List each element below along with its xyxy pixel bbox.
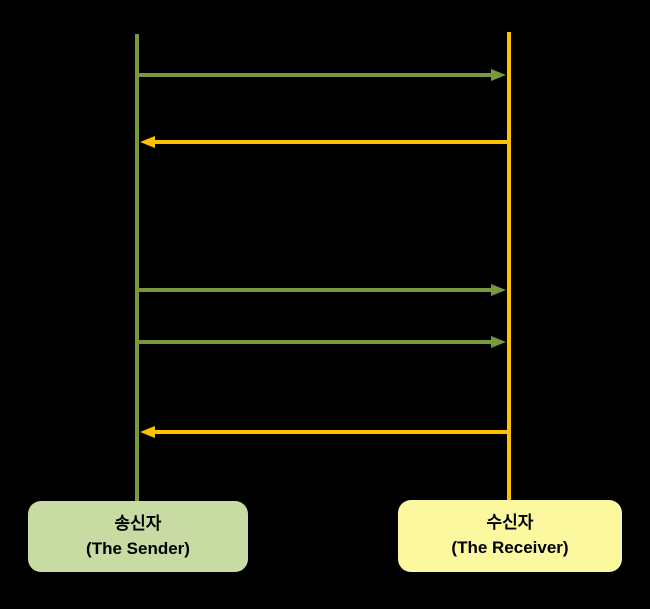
- sender-node: 송신자 (The Sender): [28, 501, 248, 572]
- sender-label-ko: 송신자: [114, 513, 162, 533]
- message-arrow-2-receiver-to-sender: [140, 136, 507, 148]
- receiver-label-ko: 수신자: [486, 513, 534, 533]
- message-arrow-5-receiver-to-sender: [140, 426, 507, 438]
- sender-label-en: (The Sender): [86, 538, 190, 558]
- receiver-node: 수신자 (The Receiver): [398, 500, 622, 572]
- receiver-label-en: (The Receiver): [451, 538, 569, 557]
- message-arrow-3-sender-to-receiver: [139, 284, 506, 296]
- message-arrow-1-sender-to-receiver: [139, 69, 506, 81]
- message-arrow-4-sender-to-receiver: [139, 336, 506, 348]
